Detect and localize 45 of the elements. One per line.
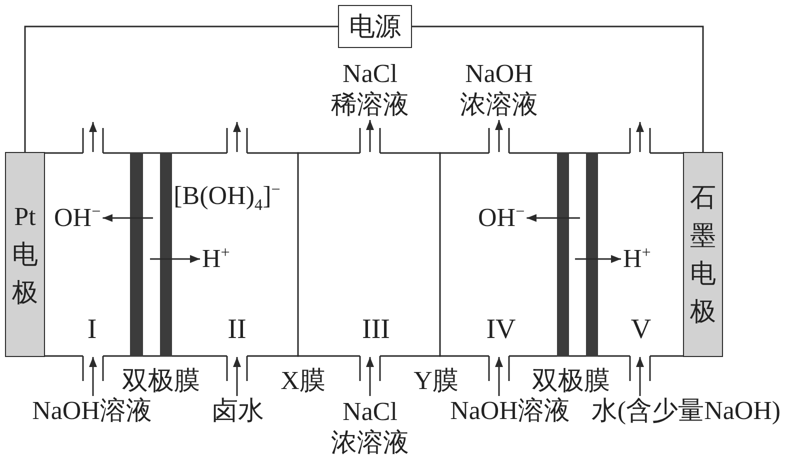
wire: [24, 26, 338, 152]
solution-label: NaCl 稀溶液: [330, 58, 410, 120]
solution-label: NaOH溶液: [450, 396, 570, 426]
cell-compartment: [440, 152, 557, 357]
chamber-number: III: [362, 315, 390, 345]
ion-label: [B(OH)$_{4}$]$^{−}$: [174, 181, 280, 211]
ion-label: OH$^{−}$: [478, 203, 525, 233]
arrow: [495, 357, 503, 396]
solution-label: NaOH溶液: [32, 396, 152, 426]
arrow: [89, 122, 97, 152]
chamber-number: II: [228, 315, 246, 345]
arrow: [102, 214, 153, 222]
ion-label: H$^{+}$: [623, 244, 651, 274]
arrow: [150, 255, 200, 263]
arrow: [575, 255, 621, 263]
arrow: [636, 357, 644, 396]
arrow: [89, 357, 97, 396]
chamber-number: I: [87, 315, 97, 345]
membrane-label: X膜: [280, 366, 326, 396]
cell-compartment: [45, 152, 130, 357]
wire: [412, 26, 704, 152]
arrow: [636, 122, 644, 152]
electrode: Pt电极: [5, 152, 45, 357]
chamber-number: IV: [486, 315, 516, 345]
membrane-label: Y膜: [414, 366, 458, 396]
solution-label: 卤水: [212, 396, 264, 426]
membrane-label: 双极膜: [532, 366, 610, 396]
solution-label: NaCl 浓溶液: [330, 396, 410, 458]
cell-compartment: [598, 152, 683, 357]
power-supply-box: 电源: [338, 5, 412, 48]
arrow: [495, 120, 503, 152]
cell-compartment: [172, 152, 298, 357]
cell-compartment: [298, 152, 440, 357]
ion-label: H$^{+}$: [202, 244, 230, 274]
electrode: 石墨电极: [683, 152, 723, 357]
arrow: [233, 122, 241, 152]
solution-label: 水(含少量NaOH): [591, 396, 781, 426]
membrane-label: 双极膜: [122, 366, 200, 396]
arrow: [233, 357, 241, 396]
solution-label: NaOH 浓溶液: [459, 58, 539, 120]
arrow: [366, 120, 374, 152]
ion-label: OH$^{−}$: [54, 203, 101, 233]
arrow: [366, 357, 374, 396]
chamber-number: V: [630, 315, 652, 345]
arrow: [526, 214, 580, 222]
